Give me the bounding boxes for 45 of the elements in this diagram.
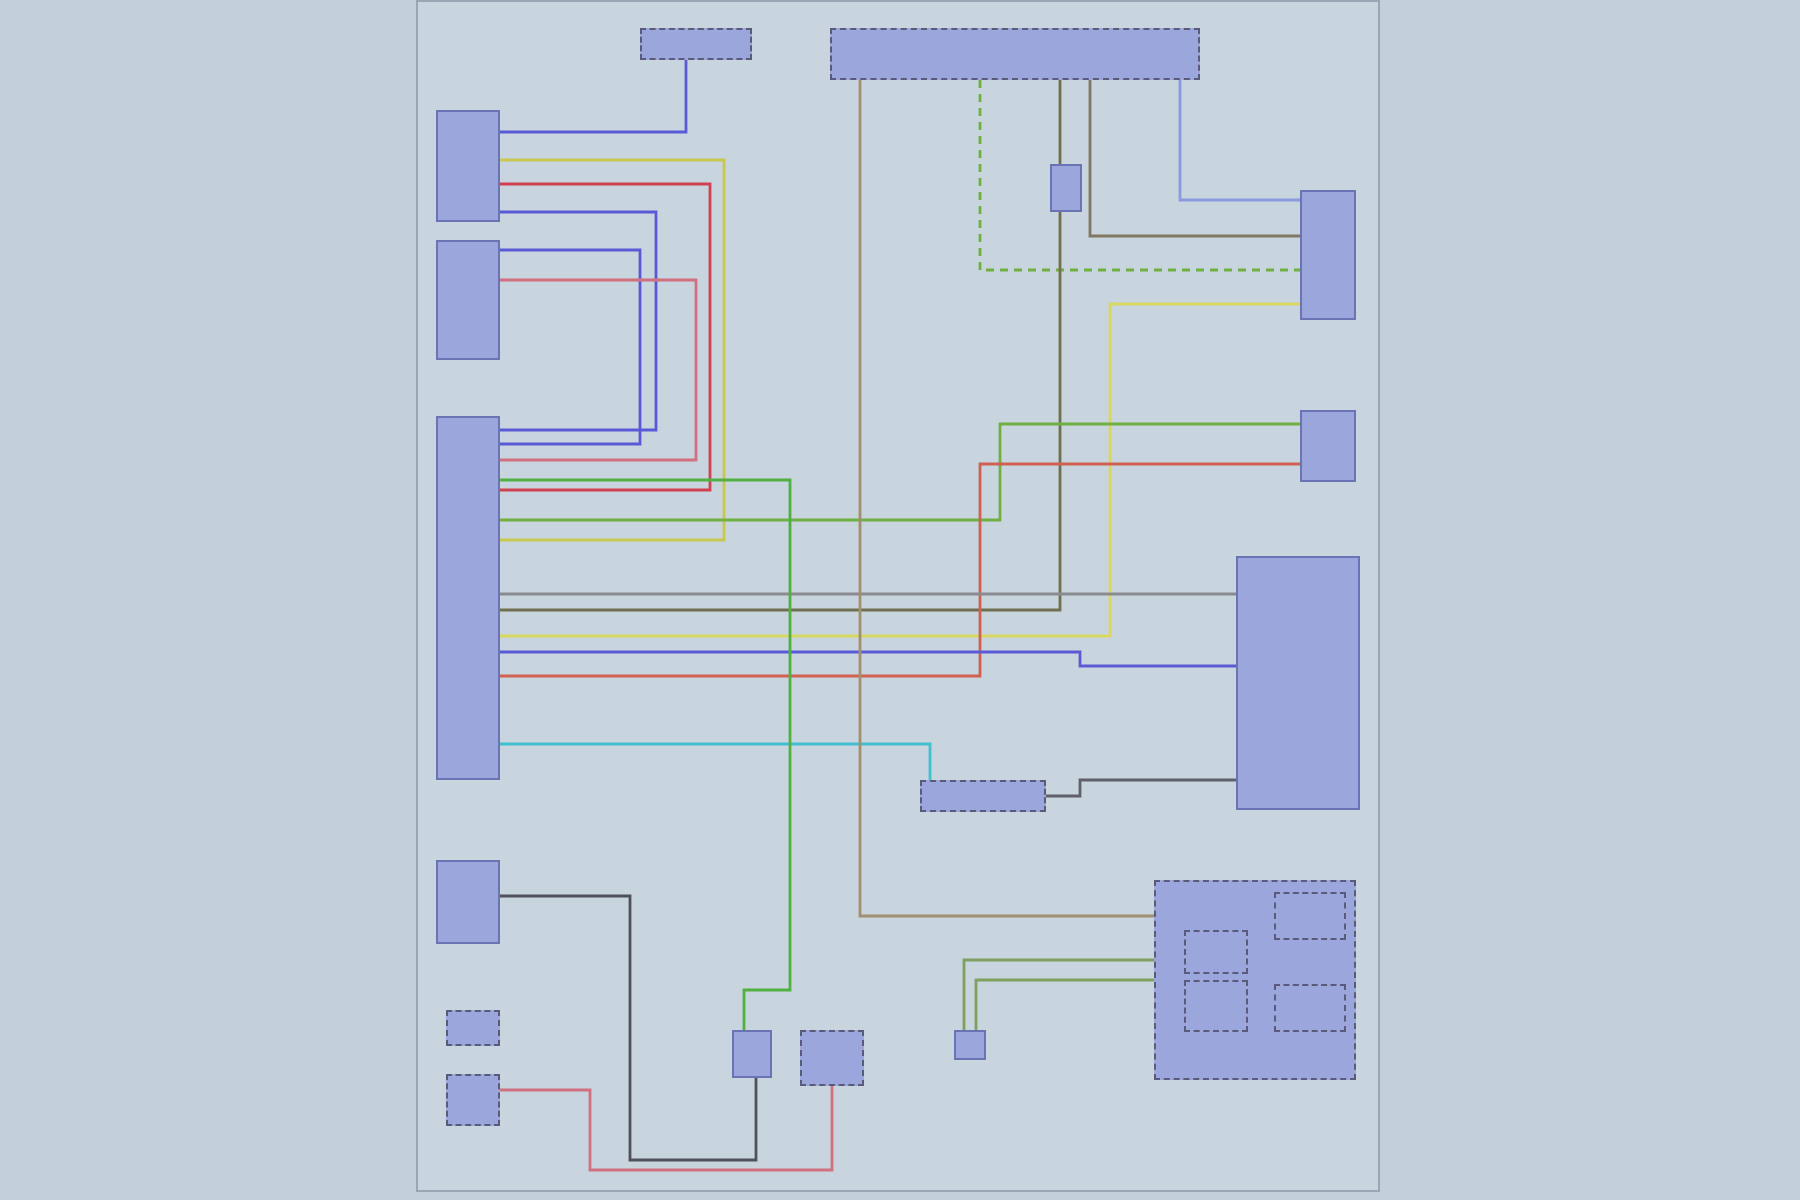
wire <box>500 462 1300 678</box>
component-box <box>1184 930 1248 974</box>
component-box <box>446 1010 500 1046</box>
component-box <box>1236 556 1360 810</box>
component-box <box>830 28 1200 80</box>
wire <box>500 650 1236 668</box>
component-box <box>920 780 1046 812</box>
component-box <box>640 28 752 60</box>
component-box <box>436 416 500 780</box>
component-box <box>436 110 500 222</box>
wire <box>500 422 1300 522</box>
wire <box>500 1086 834 1172</box>
wire <box>500 592 1236 596</box>
wire <box>500 60 688 134</box>
wire <box>1178 80 1300 202</box>
wire <box>962 958 1154 1030</box>
wire <box>1046 778 1236 798</box>
component-box <box>800 1030 864 1086</box>
component-box <box>732 1030 772 1078</box>
wire <box>500 742 932 780</box>
wire <box>500 248 642 446</box>
wire <box>858 80 1154 918</box>
component-box <box>1274 892 1346 940</box>
component-box <box>1154 880 1356 1080</box>
component-box <box>1050 164 1082 212</box>
wire <box>500 158 726 542</box>
wire <box>500 302 1300 638</box>
wire <box>1088 80 1300 238</box>
wire <box>500 278 698 462</box>
wire <box>500 478 792 1030</box>
component-box <box>1184 980 1248 1032</box>
component-box <box>1300 410 1356 482</box>
component-box <box>1300 190 1356 320</box>
wire <box>500 210 658 432</box>
component-box <box>446 1074 500 1126</box>
component-box <box>436 860 500 944</box>
wire <box>978 80 1300 272</box>
component-box <box>1274 984 1346 1032</box>
component-box <box>954 1030 986 1060</box>
wire <box>500 212 1062 612</box>
wire <box>500 182 712 492</box>
wire <box>1058 80 1062 164</box>
wire <box>500 894 758 1162</box>
wire <box>974 978 1154 1030</box>
component-box <box>436 240 500 360</box>
